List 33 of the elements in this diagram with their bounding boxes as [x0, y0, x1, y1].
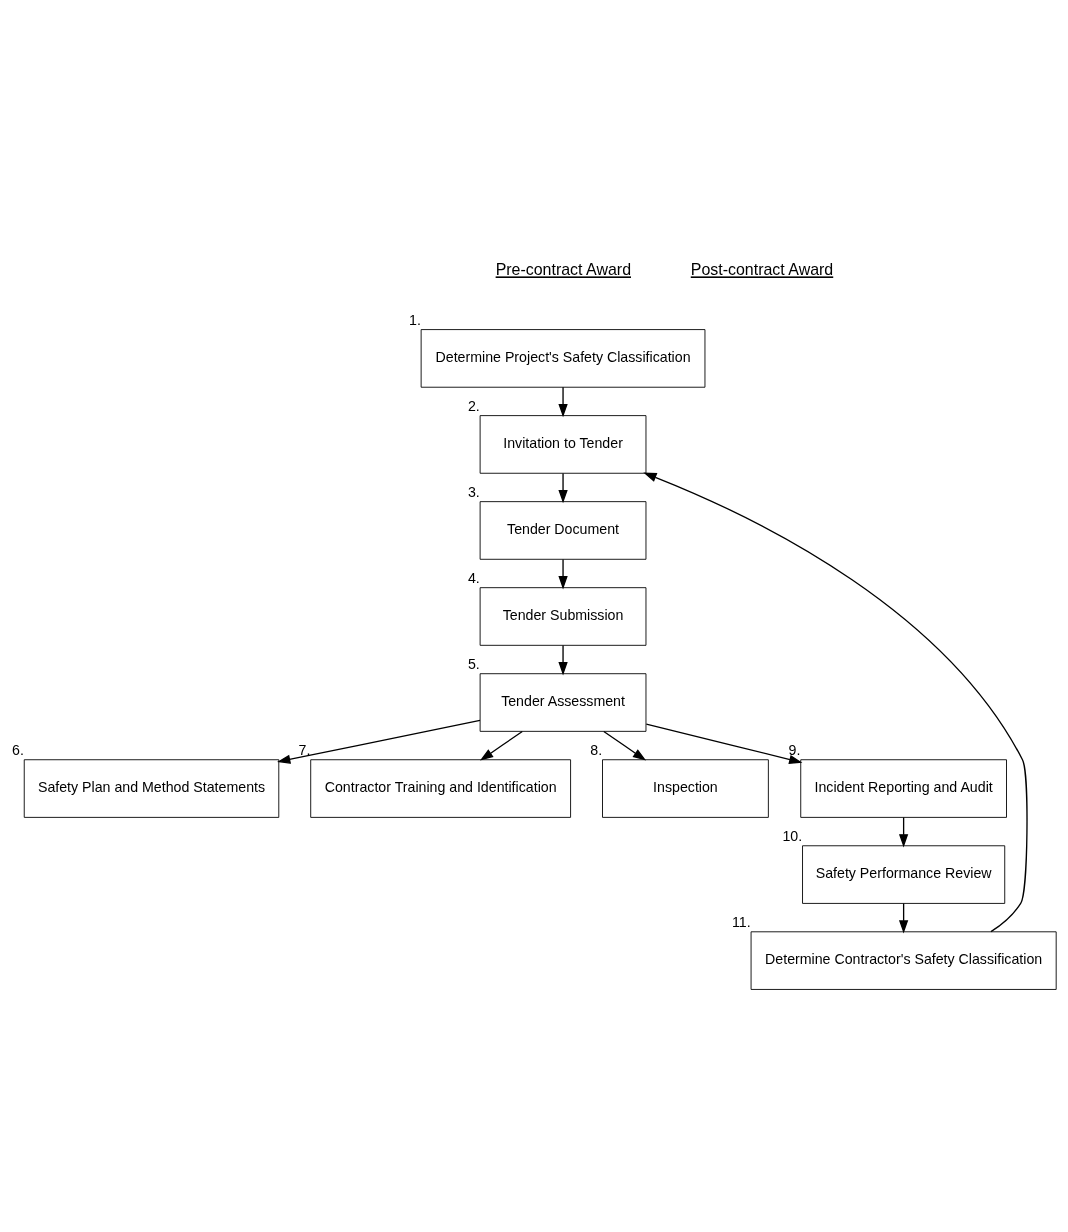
- node-box: Safety Performance Review: [802, 844, 1006, 904]
- node-label: 11.: [731, 913, 751, 930]
- node-box: Inspection: [602, 758, 769, 818]
- arrow: [558, 644, 568, 675]
- node-label: 6.: [12, 741, 24, 758]
- arrow: [277, 719, 481, 764]
- node-box: Tender Document: [479, 500, 647, 560]
- arrow: [558, 558, 568, 589]
- node-box: Determine Project's Safety Classification: [420, 328, 706, 388]
- node-label: 2.: [467, 397, 480, 414]
- node-label: 4.: [467, 569, 480, 586]
- node-label: 9.: [788, 741, 801, 758]
- arrow: [558, 472, 568, 503]
- label: Post-contract Award: [690, 260, 834, 278]
- node-label: 5.: [467, 655, 480, 672]
- node-label: 7.: [298, 741, 311, 758]
- arrow: [643, 472, 1028, 932]
- node-box: Incident Reporting and Audit: [800, 758, 1007, 818]
- arrow: [480, 730, 523, 761]
- node-box: Safety Plan and Method Statements: [23, 758, 280, 818]
- node-box: Invitation to Tender: [479, 414, 647, 474]
- node-box: Contractor Training and Identification: [310, 758, 572, 818]
- label: Pre-contract Award: [495, 260, 632, 278]
- node-label: 10.: [782, 827, 803, 844]
- node-box: Tender Submission: [479, 586, 647, 646]
- arrow: [645, 722, 803, 764]
- node-box: Determine Contractor's Safety Classification: [750, 930, 1057, 990]
- node-label: 1.: [409, 311, 421, 328]
- node-label: 8.: [590, 741, 603, 758]
- node-label: 3.: [467, 483, 480, 500]
- arrow: [603, 730, 647, 761]
- node-box: Tender Assessment: [479, 672, 647, 732]
- arrow: [558, 386, 568, 417]
